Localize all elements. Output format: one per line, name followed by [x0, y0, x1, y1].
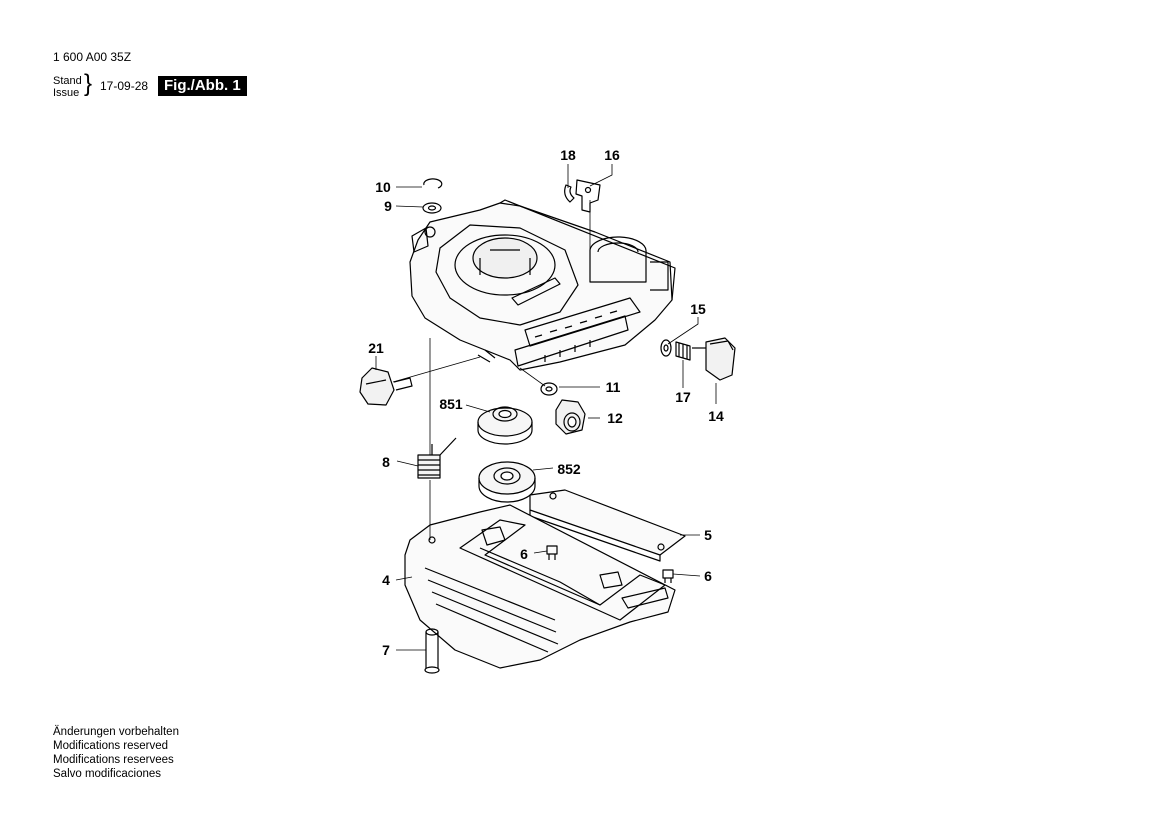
callout-15: 15: [690, 301, 706, 317]
callout-18: 18: [560, 147, 576, 163]
document-number: 1 600 A00 35Z: [53, 50, 132, 64]
note-french: Modifications reservees: [53, 754, 174, 766]
callout-852: 852: [557, 461, 581, 477]
part-10-snap-ring: [423, 178, 443, 189]
part-11-washer: [540, 382, 558, 396]
callout-4: 4: [382, 572, 390, 588]
issue-label: Issue: [53, 87, 80, 99]
part-852-flange: [478, 461, 536, 503]
callout-10: 10: [375, 179, 391, 195]
part-17-spring: [675, 341, 691, 361]
part-7-pin: [424, 628, 440, 674]
part-5-plate: [529, 489, 686, 562]
part-4-base-plate: [404, 504, 676, 669]
part-18-clip: [564, 184, 575, 203]
part-16-bracket: [575, 179, 601, 213]
upper-guard-housing: [409, 199, 676, 371]
callout-7: 7: [382, 642, 390, 658]
stand-label: Stand: [53, 75, 82, 87]
callout-8: 8: [382, 454, 390, 470]
modification-notes: Änderungen vorbehalten Modifications res…: [53, 725, 179, 781]
part-6-screw-b: [662, 569, 674, 583]
callout-11: 11: [606, 379, 621, 395]
callout-6-right: 6: [704, 568, 712, 584]
figure-badge: Fig./Abb. 1: [158, 76, 247, 96]
issue-date: 17-09-28: [100, 79, 149, 93]
callout-14: 14: [708, 408, 724, 424]
callout-5: 5: [704, 527, 712, 543]
callout-16: 16: [604, 147, 620, 163]
note-spanish: Salvo modificaciones: [53, 768, 162, 780]
note-english: Modifications reserved: [53, 740, 169, 752]
callout-9: 9: [384, 198, 392, 214]
assembly-guides: [392, 200, 591, 540]
part-14-knob: [692, 337, 736, 381]
callout-6-left: 6: [520, 546, 528, 562]
callout-17: 17: [675, 389, 691, 405]
brace-glyph: }: [84, 70, 93, 97]
part-15-washer: [660, 339, 672, 357]
part-12-nut: [555, 399, 586, 435]
part-851-flange: [477, 406, 533, 445]
note-german: Änderungen vorbehalten: [53, 726, 179, 738]
part-21-knob: [359, 367, 413, 406]
callout-21: 21: [368, 340, 384, 356]
callout-851: 851: [439, 396, 463, 412]
part-9-washer: [422, 202, 442, 214]
callout-12: 12: [607, 410, 623, 426]
stand-issue-labels: Stand Issue: [53, 75, 82, 99]
part-8-spring: [417, 437, 457, 479]
leader-lines: [375, 164, 717, 651]
